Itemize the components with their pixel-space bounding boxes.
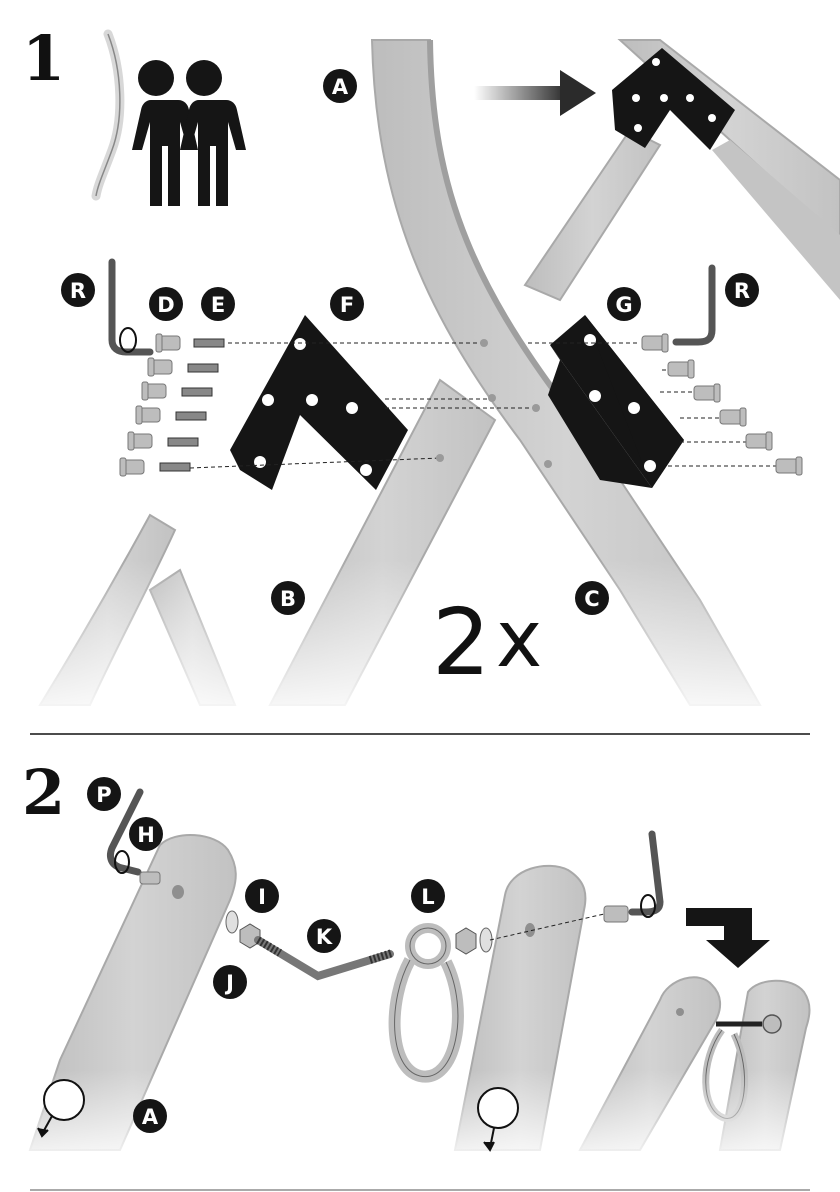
multiplier-sign: x — [496, 595, 542, 685]
label-l: L — [421, 885, 434, 909]
label-a: A — [332, 75, 349, 99]
bolt-h — [140, 872, 160, 884]
multiplier-count: 2 — [432, 589, 491, 696]
bracket-assembled-top — [612, 48, 735, 150]
label-f: F — [340, 293, 354, 317]
two-people-icon — [96, 34, 246, 206]
label-a-step2: A — [142, 1105, 159, 1129]
label-j: J — [224, 971, 234, 995]
label-p: P — [96, 783, 111, 807]
bottom-fade — [0, 560, 840, 710]
result-arrow-icon — [686, 908, 770, 968]
direction-arrow-icon — [474, 70, 596, 116]
step-1-number: 1 — [22, 22, 65, 95]
screws-e — [160, 339, 224, 471]
label-e: E — [211, 293, 225, 317]
label-k: K — [316, 925, 333, 949]
label-r-left: R — [70, 279, 86, 303]
label-g: G — [615, 293, 632, 317]
label-i: I — [258, 885, 266, 909]
bracket-plate-f — [230, 315, 408, 490]
label-b: B — [280, 587, 296, 611]
label-r-right: R — [734, 279, 750, 303]
label-c: C — [584, 587, 599, 611]
bottom-fade-2 — [0, 1070, 840, 1160]
step-2-number: 2 — [22, 756, 65, 829]
label-h: H — [137, 823, 155, 847]
allen-key-icon-right — [604, 834, 660, 922]
label-d: D — [157, 293, 174, 317]
rotation-icon — [120, 328, 136, 352]
